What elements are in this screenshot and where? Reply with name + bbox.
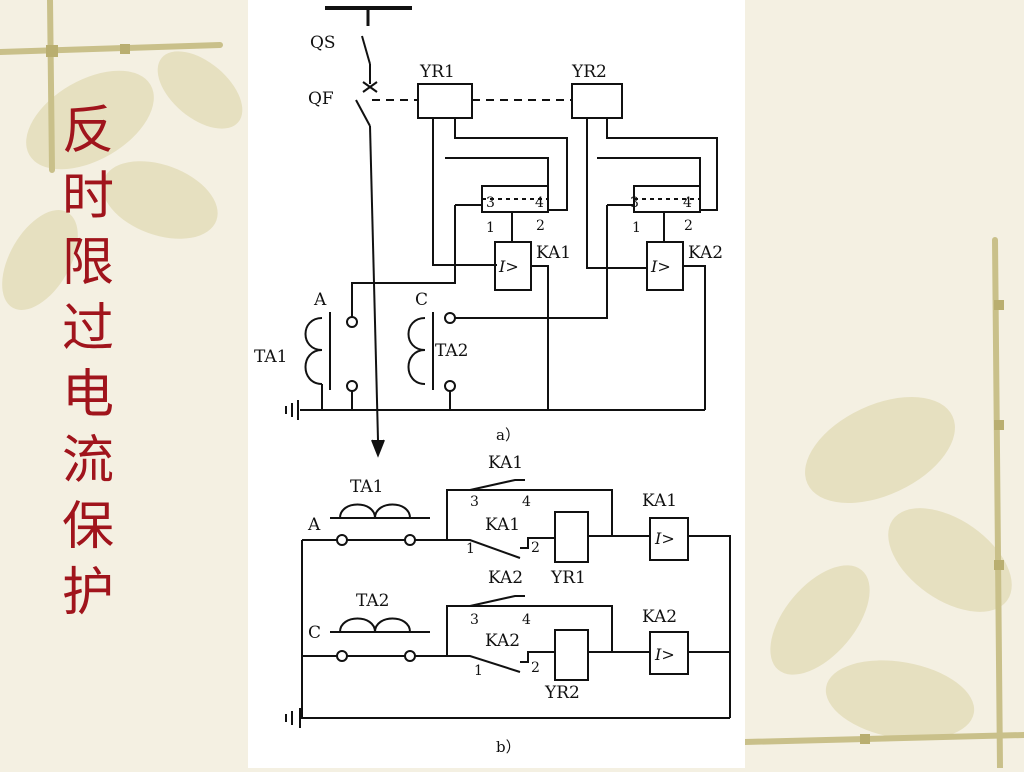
ta1-terminal	[346, 316, 358, 328]
yr1-coil-b	[554, 511, 589, 563]
ta2-label-b: TA2	[356, 591, 390, 611]
caption-b: b）	[496, 738, 521, 756]
title-char: 反	[61, 101, 114, 161]
ka1-top-label: KA1	[488, 453, 523, 473]
ta1-label-b: TA1	[350, 477, 384, 497]
contact-2-label-b: 2	[531, 540, 540, 556]
ta1-label: TA1	[254, 347, 288, 367]
contact-4-label-b2: 4	[522, 612, 531, 628]
yr2-coil	[571, 83, 623, 119]
contact-3-label-b: 3	[470, 494, 479, 510]
contact-4-label-b: 4	[522, 494, 531, 510]
qf-breaker	[355, 99, 371, 127]
phase-c-label-b: C	[308, 623, 321, 643]
contact-2-label: 2	[684, 218, 693, 234]
ka1-symbol: I>	[498, 257, 519, 276]
slide-title: 反 时 限 过 电 流 保 护	[56, 98, 120, 626]
ta2-terminal	[444, 380, 456, 392]
ka1-mid-label: KA1	[485, 515, 520, 535]
circuit-diagram: QS QF YR1 YR2 3 4 1 2 3 4 1 2 I> I> KA1 …	[254, 6, 731, 756]
contact-2-label-b2: 2	[531, 660, 540, 676]
ka2-label: KA2	[688, 243, 723, 263]
ka2-top-label: KA2	[488, 568, 523, 588]
qs-label: QS	[310, 33, 336, 53]
down-arrow	[371, 439, 385, 458]
ta2-coil-b	[339, 617, 411, 633]
ta2-label: TA2	[435, 341, 469, 361]
contact-1-label-b: 1	[466, 541, 475, 557]
phase-c-label: C	[415, 290, 428, 310]
ka2-right-label: KA2	[642, 607, 677, 627]
title-char: 过	[61, 299, 114, 359]
qf-label: QF	[308, 89, 334, 109]
caption-a: a）	[496, 426, 520, 444]
ka2-mid-label: KA2	[485, 631, 520, 651]
qs-switch	[361, 35, 371, 65]
contact-1-label-b2: 1	[474, 663, 483, 679]
ka2-symbol-b: I>	[654, 645, 675, 664]
contact-1-label: 1	[632, 220, 641, 236]
ka1-relay-b	[649, 517, 689, 561]
contact-3-label: 3	[486, 195, 495, 211]
title-char: 电	[61, 365, 114, 425]
ka1-label: KA1	[536, 243, 571, 263]
ka2-symbol: I>	[650, 257, 671, 276]
yr1-coil	[417, 83, 473, 119]
title-char: 限	[61, 233, 114, 293]
ta1-terminal	[346, 380, 358, 392]
ta2-coil	[407, 317, 426, 385]
diagram-panel: QS QF YR1 YR2 3 4 1 2 3 4 1 2 I> I> KA1 …	[248, 0, 745, 768]
yr2-coil-b	[554, 629, 589, 681]
contact-3-label: 3	[630, 195, 639, 211]
title-char: 护	[61, 563, 114, 623]
phase-a-label-b: A	[307, 515, 321, 535]
ka1-symbol-b: I>	[654, 529, 675, 548]
yr1-label-b: YR1	[550, 568, 586, 588]
title-char: 时	[61, 167, 114, 227]
phase-a-label: A	[313, 290, 327, 310]
yr2-label: YR2	[571, 62, 607, 82]
ta2-terminal	[444, 312, 456, 324]
ka1-right-label: KA1	[642, 491, 677, 511]
ta1-coil-b	[339, 503, 411, 519]
ta1-coil	[304, 317, 323, 385]
yr2-label-b: YR2	[544, 683, 580, 703]
title-char: 流	[61, 431, 114, 491]
contact-4-label: 4	[683, 195, 692, 211]
contact-2-label: 2	[536, 218, 545, 234]
contact-4-label: 4	[535, 195, 544, 211]
contact-1-label: 1	[486, 220, 495, 236]
title-char: 保	[61, 497, 114, 557]
yr1-label: YR1	[419, 62, 455, 82]
contact-3-label-b2: 3	[470, 612, 479, 628]
